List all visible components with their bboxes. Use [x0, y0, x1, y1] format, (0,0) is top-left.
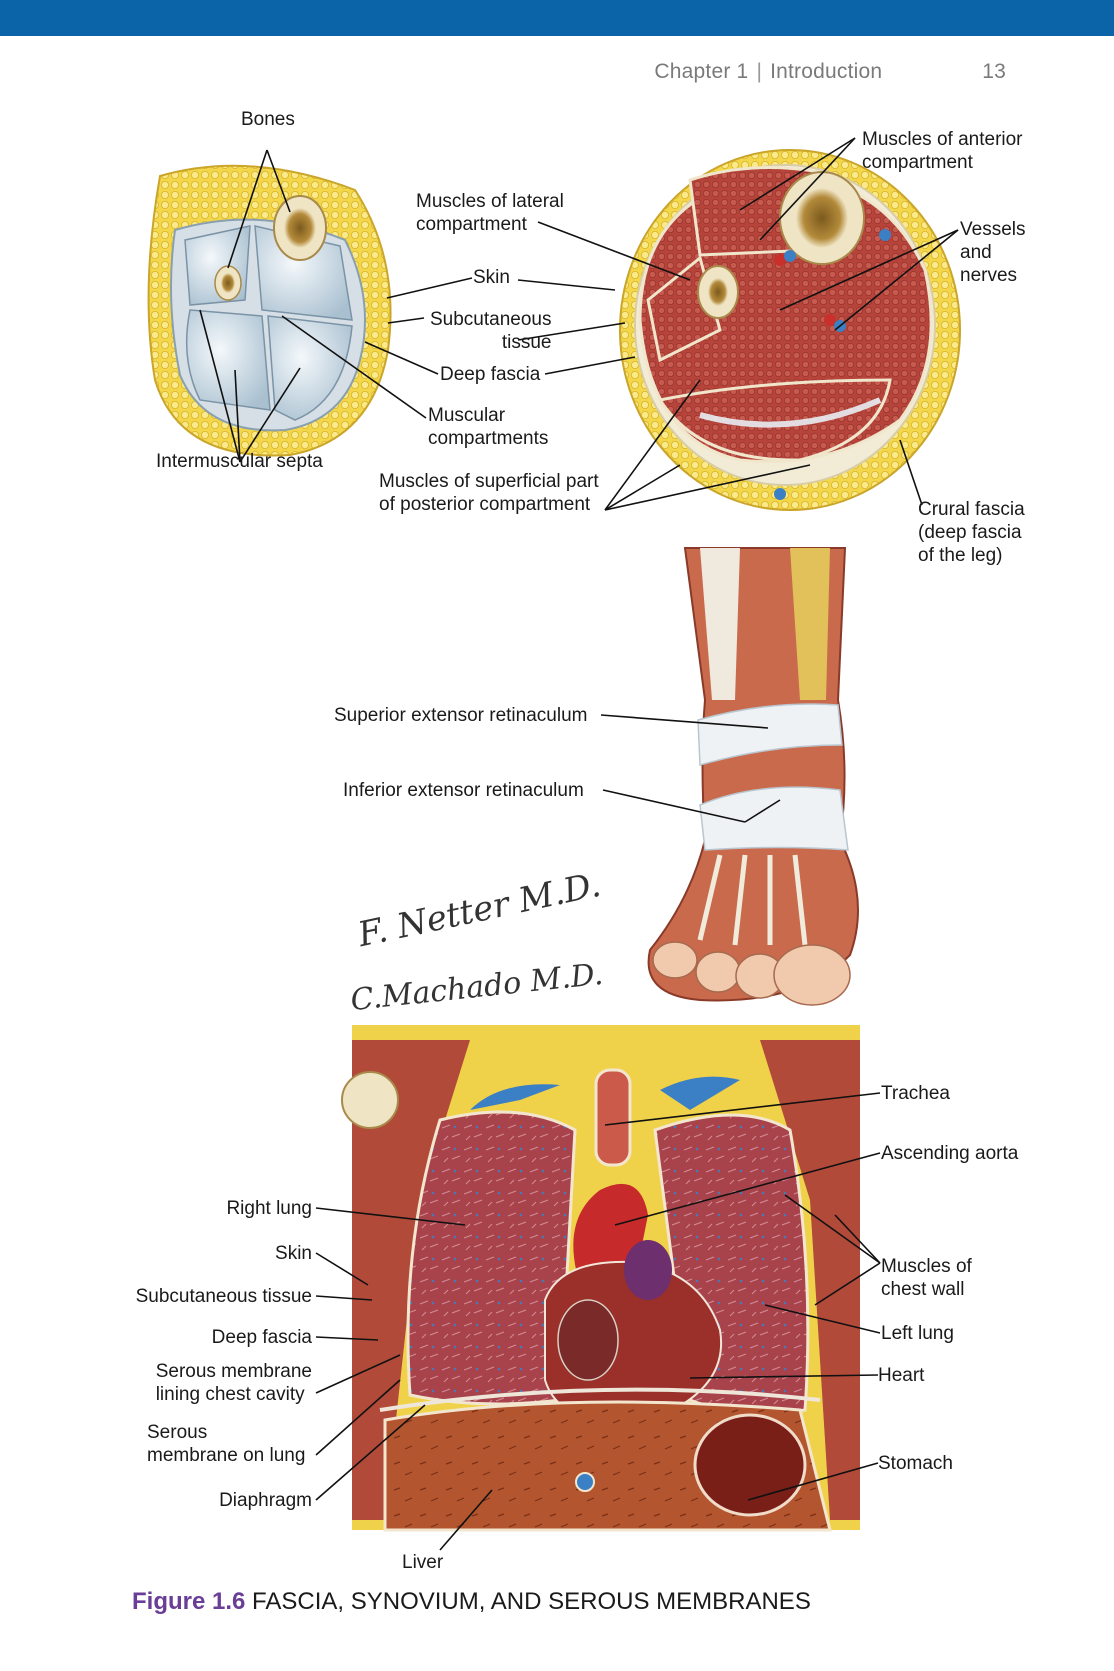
label-muscles-of-chest-wall: Muscles of chest wall — [881, 1256, 972, 1300]
figure-title: FASCIA, SYNOVIUM, AND SEROUS MEMBRANES — [252, 1588, 811, 1615]
label-bones: Bones — [241, 109, 295, 130]
thorax-section — [341, 1025, 860, 1532]
page-number: 13 — [982, 60, 1006, 83]
label-subcutaneous-tissue-thorax: Subcutaneous tissue — [135, 1286, 312, 1307]
label-subcutaneous-tissue-schematic: Subcutaneous tissue — [430, 309, 552, 353]
label-muscles-anterior-compartment: Muscles of anterior compartment — [862, 129, 1023, 173]
label-trachea: Trachea — [881, 1083, 950, 1104]
label-stomach: Stomach — [878, 1453, 953, 1474]
label-serous-membrane-on-lung: Serous membrane on lung — [147, 1422, 306, 1466]
label-muscular-compartments: Muscular compartments — [428, 405, 549, 449]
label-skin-thorax: Skin — [275, 1243, 312, 1264]
label-heart: Heart — [878, 1365, 925, 1386]
label-intermuscular-septa: Intermuscular septa — [156, 451, 323, 472]
figure-caption: Figure 1.6 FASCIA, SYNOVIUM, AND SEROUS … — [132, 1588, 811, 1616]
label-skin-schematic: Skin — [473, 267, 510, 288]
label-deep-fascia-schematic: Deep fascia — [440, 364, 541, 385]
label-superior-extensor-retinaculum: Superior extensor retinaculum — [334, 705, 588, 726]
label-deep-fascia-thorax: Deep fascia — [211, 1327, 312, 1348]
label-inferior-extensor-retinaculum: Inferior extensor retinaculum — [343, 780, 584, 801]
label-left-lung: Left lung — [881, 1323, 954, 1344]
label-muscles-lateral-compartment: Muscles of lateral compartment — [416, 191, 564, 235]
label-liver: Liver — [402, 1552, 444, 1573]
label-crural-fascia: Crural fascia (deep fascia of the leg) — [918, 499, 1025, 566]
figure-number: Figure 1.6 — [132, 1588, 246, 1615]
label-ascending-aorta: Ascending aorta — [881, 1143, 1019, 1164]
top-color-bar — [0, 0, 1114, 36]
label-vessels-and-nerves: Vessels and nerves — [960, 219, 1026, 286]
chapter-label: Chapter 1 — [654, 60, 749, 83]
label-diaphragm: Diaphragm — [219, 1490, 312, 1511]
ankle-foot-illustration — [647, 547, 859, 1006]
label-serous-membrane-chest-cavity: Serous membrane lining chest cavity — [155, 1361, 312, 1405]
leader-lines — [199, 137, 959, 1551]
label-right-lung: Right lung — [226, 1198, 312, 1219]
leg-cross-section — [619, 149, 961, 511]
section-label: Introduction — [770, 60, 883, 83]
label-muscles-superficial-posterior: Muscles of superficial part of posterior… — [379, 471, 599, 515]
limb-schematic — [147, 164, 392, 457]
